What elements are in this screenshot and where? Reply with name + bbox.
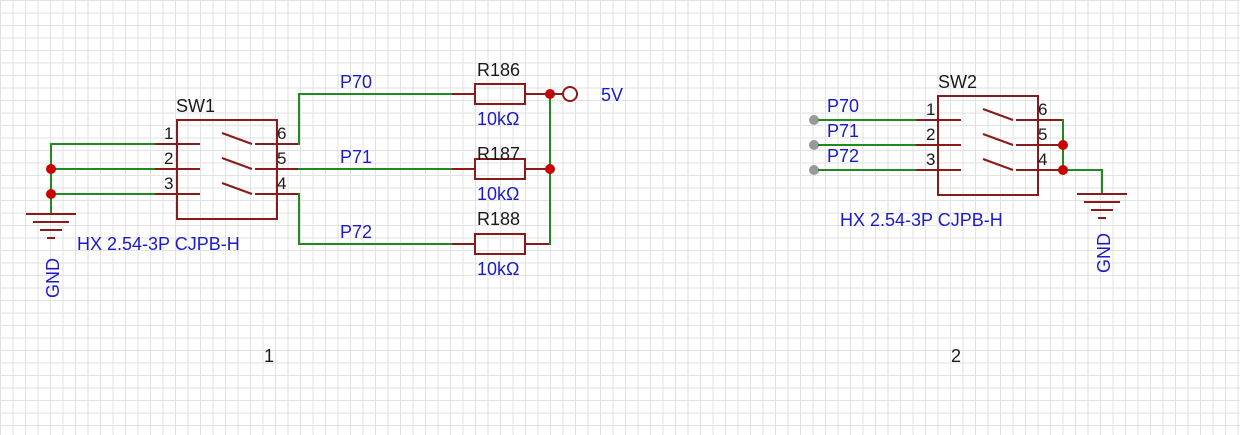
resistor-r188[interactable] <box>452 233 550 255</box>
resistor-designator: R188 <box>477 209 520 229</box>
net-label-p70: P70 <box>827 96 859 116</box>
resistor-r186[interactable] <box>452 83 550 105</box>
wire-sw2-gnd[interactable] <box>1062 119 1103 195</box>
junction <box>1058 140 1068 150</box>
gnd-symbol-sheet2[interactable] <box>1077 193 1127 219</box>
sw2-pin-number: 4 <box>1038 150 1047 169</box>
sw2-pin-number: 6 <box>1038 100 1047 119</box>
sheet-number-2: 2 <box>951 346 961 366</box>
sheet-number-1: 1 <box>264 346 274 366</box>
gnd-label-sheet2: GND <box>1094 233 1114 273</box>
net-port-terminal[interactable] <box>809 165 819 175</box>
junction <box>46 189 56 199</box>
junction <box>545 164 555 174</box>
sw2-contact <box>982 158 1014 171</box>
resistor-designator: R186 <box>477 60 520 80</box>
resistor-designator: R187 <box>477 144 520 164</box>
sw1-pin-number: 5 <box>277 149 286 168</box>
net-port-terminal[interactable] <box>809 115 819 125</box>
sw1-pin-number: 4 <box>277 174 286 193</box>
power-port-5v[interactable] <box>562 86 578 102</box>
wire-net-p70[interactable] <box>298 93 453 145</box>
sw1-contact <box>221 157 253 170</box>
sw2-pin-number: 2 <box>926 125 935 144</box>
sw1-pin-number: 3 <box>164 174 173 193</box>
net-label-p71: P71 <box>340 147 372 167</box>
sheet-1: GND SW1 1 2 3 6 5 4 HX 2.54-3P CJPB-H P7… <box>26 60 623 366</box>
sw1-designator: SW1 <box>176 96 215 116</box>
junction <box>1058 165 1068 175</box>
sw1-part-label: HX 2.54-3P CJPB-H <box>77 234 240 254</box>
gnd-label-sheet1: GND <box>43 258 63 298</box>
sw2-pin-number: 3 <box>926 150 935 169</box>
sw1-contact <box>221 132 253 145</box>
gnd-symbol-sheet1[interactable] <box>26 213 76 239</box>
wire-net-p72[interactable] <box>298 193 453 245</box>
net-label-p71: P71 <box>827 121 859 141</box>
sw1-pin-number: 2 <box>164 149 173 168</box>
net-label-p72: P72 <box>340 222 372 242</box>
junction <box>46 164 56 174</box>
sw2-pin-number: 5 <box>1038 125 1047 144</box>
power-label-5v: 5V <box>601 85 623 105</box>
sw1-contact <box>221 182 253 195</box>
resistor-value: 10kΩ <box>477 184 519 204</box>
sw2-contact <box>982 108 1014 121</box>
sw1-pin-number: 1 <box>164 124 173 143</box>
sw1-pin-number: 6 <box>277 124 286 143</box>
sw2-pin-number: 1 <box>926 100 935 119</box>
sw2-part-label: HX 2.54-3P CJPB-H <box>840 210 1003 230</box>
net-label-p70: P70 <box>340 72 372 92</box>
sw2-designator: SW2 <box>938 72 977 92</box>
resistor-value: 10kΩ <box>477 259 519 279</box>
resistor-value: 10kΩ <box>477 109 519 129</box>
sheet-2: P70 P71 P72 SW2 1 2 3 6 5 4 HX 2.54-3P C… <box>809 72 1127 366</box>
sw2-contact <box>982 133 1014 146</box>
net-port-terminal[interactable] <box>809 140 819 150</box>
net-label-p72: P72 <box>827 146 859 166</box>
